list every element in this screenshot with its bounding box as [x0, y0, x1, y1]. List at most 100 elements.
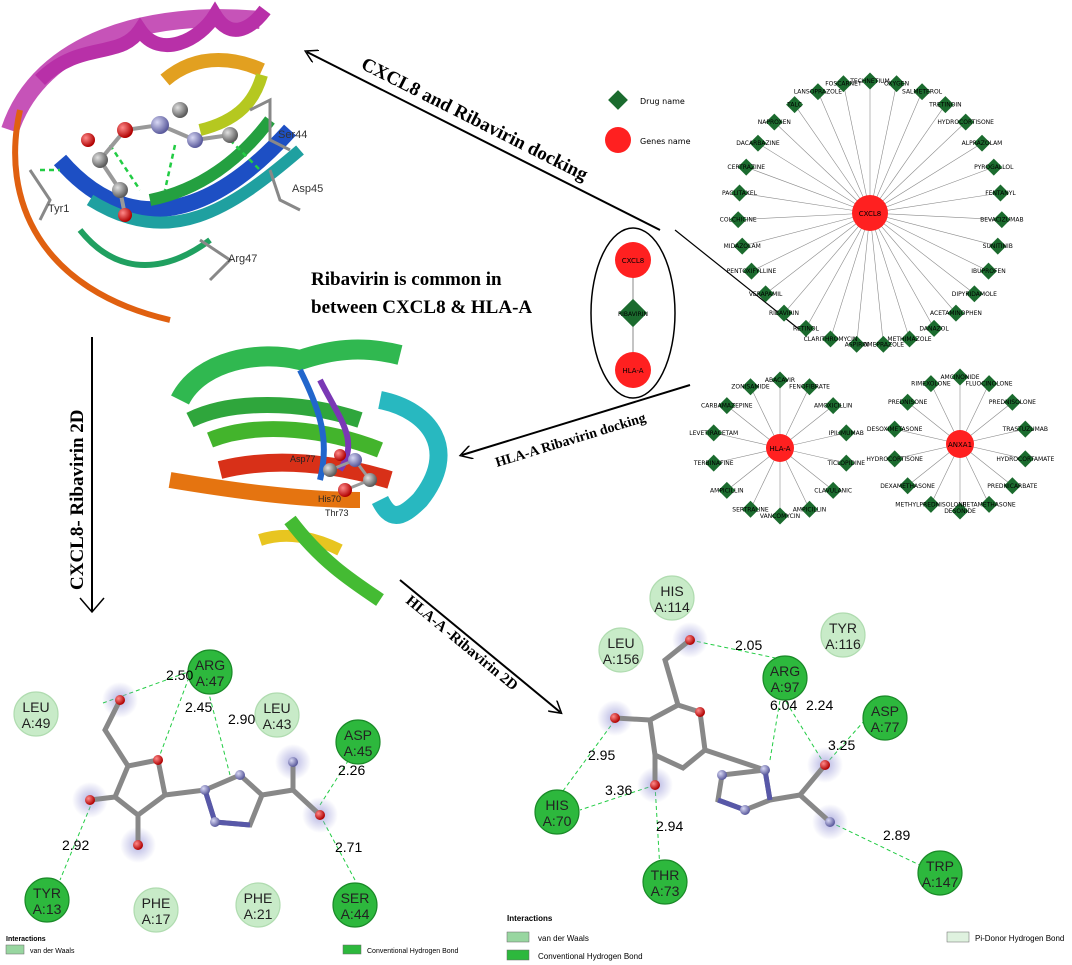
zoom-drug-ribavirin	[618, 298, 648, 328]
hla-2d-arrow	[399, 579, 560, 712]
drug-node-label: SERTRALINE	[732, 506, 769, 513]
drug-node	[771, 371, 789, 389]
residue-number: A:49	[22, 715, 51, 731]
drug-node-label: TECHNETIUM	[849, 78, 889, 85]
drug-node	[749, 134, 767, 152]
drug-node-label: OXYGEN	[884, 81, 909, 88]
drug-node-label: TRETINOIN	[928, 102, 962, 109]
residue-number: A:156	[603, 651, 640, 667]
drug-node	[957, 113, 975, 131]
hla-network: ABACAVIRFENOFIBRATEAMOXICILLINIPILIMUMAB…	[689, 371, 865, 525]
drug-node	[737, 158, 755, 176]
drug-node-label: FENTANYL	[985, 190, 1016, 197]
drug-node	[848, 335, 866, 353]
drug-node-label: CLARITHROMYCIN	[804, 336, 858, 343]
drug-node-label: NAPROXEN	[758, 119, 791, 126]
residue-number: A:97	[771, 679, 800, 695]
hbond-distance: 2.90	[228, 711, 255, 727]
zoom-ribavirin-label: RIBAVIRIN	[618, 311, 648, 318]
residue-disc	[862, 695, 908, 741]
residue-name: TYR	[829, 620, 857, 636]
residue-disc	[133, 887, 179, 933]
drug-node-label: METHYLPREDNISOLONE	[895, 501, 966, 508]
drug-node	[901, 330, 919, 348]
drug-node-label: FLUOCINOLONE	[966, 381, 1013, 388]
drug-node-label: DANAZOL	[919, 325, 949, 332]
residue-name: ASP	[871, 703, 899, 719]
drug-node	[951, 368, 969, 386]
cxcl8-legend-hbond-swatch	[342, 944, 362, 955]
drug-node-label: FENOFIBRATE	[789, 384, 830, 391]
drug-node	[742, 378, 759, 396]
network-panel: CXCL8 RIBAVIRIN HLA-A Drug name Genes na…	[590, 72, 1054, 525]
residue-name: PHE	[142, 895, 171, 911]
drug-node	[989, 237, 1007, 255]
drug-node	[824, 481, 842, 499]
drug-node-label: PREDNISOLONE	[989, 399, 1036, 406]
drug-node-label: PREDNISONE	[888, 399, 927, 406]
drug-node-label: PYROGALLOL	[974, 164, 1014, 171]
cxcl8-network: TECHNETIUMOXYGENSALMETEROLTRETINOINHYDRO…	[720, 72, 1024, 353]
residue-number: A:43	[263, 716, 292, 732]
drug-node-label: HYDROCORTISONE	[937, 119, 994, 126]
residue-disc	[820, 612, 866, 658]
anxa1-hub-label: ANXA1	[948, 441, 972, 449]
drug-node	[874, 335, 892, 353]
residue-name: LEU	[607, 635, 634, 651]
drug-node-label: DACARBAZINE	[736, 140, 780, 147]
anxa1-hub	[946, 430, 974, 458]
residue-number: A:17	[142, 911, 171, 927]
residue-disc	[534, 789, 580, 835]
residue-number: A:77	[871, 719, 900, 735]
hbond-distance: 2.45	[185, 699, 212, 715]
hla-docking-label: HLA-A Ribavirin docking	[494, 411, 648, 471]
drug-node	[886, 450, 904, 468]
drug-node	[947, 304, 965, 322]
zoom-gene-hla	[615, 352, 651, 388]
hbond-distance: 2.71	[335, 839, 362, 855]
drug-node	[809, 83, 827, 101]
ser44-label: Ser44	[278, 129, 307, 141]
drug-node	[861, 72, 879, 90]
drug-node-label: METHIMAZOLE	[887, 336, 931, 343]
drug-node-label: ALPRAZOLAM	[962, 140, 1003, 147]
drug-node	[743, 262, 760, 280]
his70-label: His70	[318, 494, 341, 504]
hla-2d-label: HLA-A -Ribavirin 2D	[402, 593, 520, 695]
drug-node	[888, 75, 906, 93]
residue-name: LEU	[263, 700, 290, 716]
residue-number: A:21	[244, 906, 273, 922]
hla-docking-arrow	[462, 384, 691, 455]
residue-disc	[917, 850, 963, 896]
hla-legend-hbond-swatch	[506, 949, 530, 961]
residue-name: ASP	[344, 727, 372, 743]
residue-disc	[762, 655, 808, 701]
drug-node	[801, 500, 818, 518]
drug-node-label: BEVACIZUMAB	[980, 217, 1024, 224]
residue-disc	[24, 877, 70, 923]
drug-node-label: IBUPROFEN	[971, 268, 1006, 275]
drug-node	[731, 184, 749, 202]
drug-node	[729, 211, 747, 229]
drug-node-label: DEXAMETHASONE	[880, 483, 935, 490]
hla-3d-structure: Asp77 His70 Thr73	[168, 339, 448, 606]
drug-node	[991, 184, 1009, 202]
residue-name: HIS	[545, 797, 568, 813]
drug-node	[705, 454, 723, 472]
drug-node	[765, 113, 783, 131]
drug-node-label: PREDNICARBATE	[987, 483, 1037, 490]
anxa1-network: AMCINONIDEFLUOCINOLONEPREDNISOLONETRASTU…	[866, 368, 1054, 520]
drug-node-label: PACLITAXEL	[722, 190, 758, 197]
drug-node	[705, 424, 723, 442]
drug-node-label: FOSCARNET	[825, 81, 862, 88]
residue-number: A:147	[922, 874, 959, 890]
drug-node	[834, 75, 852, 93]
drug-node	[742, 500, 759, 518]
drug-node	[797, 319, 815, 337]
cxcl8-2d-label: CXCL8- Ribavirin 2D	[67, 409, 88, 590]
drug-node-label: TALC	[786, 102, 802, 109]
drug-node	[733, 237, 751, 255]
drug-node	[801, 378, 818, 396]
residue-disc	[335, 719, 381, 765]
